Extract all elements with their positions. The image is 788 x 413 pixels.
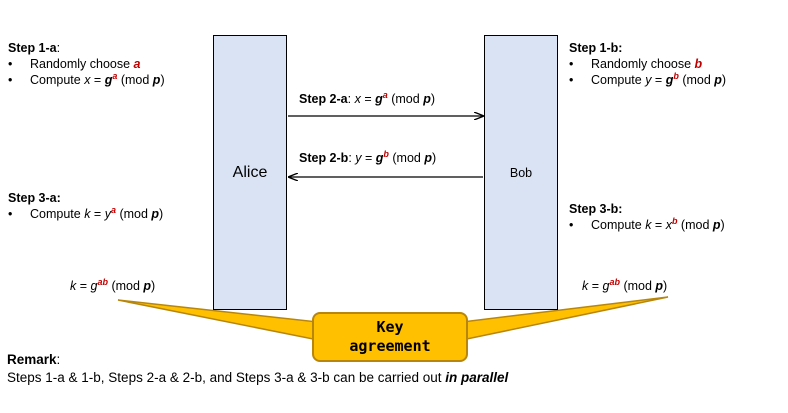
- alice-label: Alice: [232, 163, 268, 181]
- remark-text: Steps 1-a & 1-b, Steps 2-a & 2-b, and St…: [7, 370, 509, 385]
- alice-box: Alice: [213, 35, 287, 310]
- step-1a-choose: •Randomly choose a: [8, 57, 141, 71]
- bob-label: Bob: [509, 165, 533, 180]
- step-3a-compute: •Compute k = ya (mod p): [8, 204, 164, 221]
- step-1b-choose: •Randomly choose b: [569, 57, 703, 71]
- step-2a-label: Step 2-a: x = ga (mod p): [299, 89, 435, 106]
- bob-box: Bob: [484, 35, 558, 310]
- step-1a-title: Step 1-a:: [8, 41, 61, 55]
- step-1a-compute: •Compute x = ga (mod p): [8, 70, 165, 87]
- step-3b-block: Step 3-b: •Compute k = xb (mod p): [569, 201, 725, 233]
- step-2b-label: Step 2-b: y = gb (mod p): [299, 148, 437, 165]
- remark-block: Remark: Steps 1-a & 1-b, Steps 2-a & 2-b…: [7, 351, 508, 387]
- key-agreement-line1: Key: [376, 318, 404, 336]
- step-3b-title: Step 3-b:: [569, 202, 623, 216]
- step-3a-block: Step 3-a: •Compute k = ya (mod p): [8, 190, 163, 222]
- step-1a-block: Step 1-a: •Randomly choose a •Compute x …: [8, 40, 165, 88]
- step-1b-title: Step 1-b:: [569, 41, 623, 55]
- step-3b-compute: •Compute k = xb (mod p): [569, 215, 725, 232]
- remark-title: Remark:: [7, 352, 61, 367]
- key-agreement-callout: Key agreement: [312, 312, 468, 362]
- step-3a-title: Step 3-a:: [8, 191, 61, 205]
- step-1b-block: Step 1-b: •Randomly choose b •Compute y …: [569, 40, 726, 88]
- bob-shared-key: k = gab (mod p): [582, 276, 668, 293]
- step-1b-compute: •Compute y = gb (mod p): [569, 70, 727, 87]
- alice-shared-key: k = gab (mod p): [70, 276, 156, 293]
- key-agreement-line2: agreement: [349, 337, 431, 355]
